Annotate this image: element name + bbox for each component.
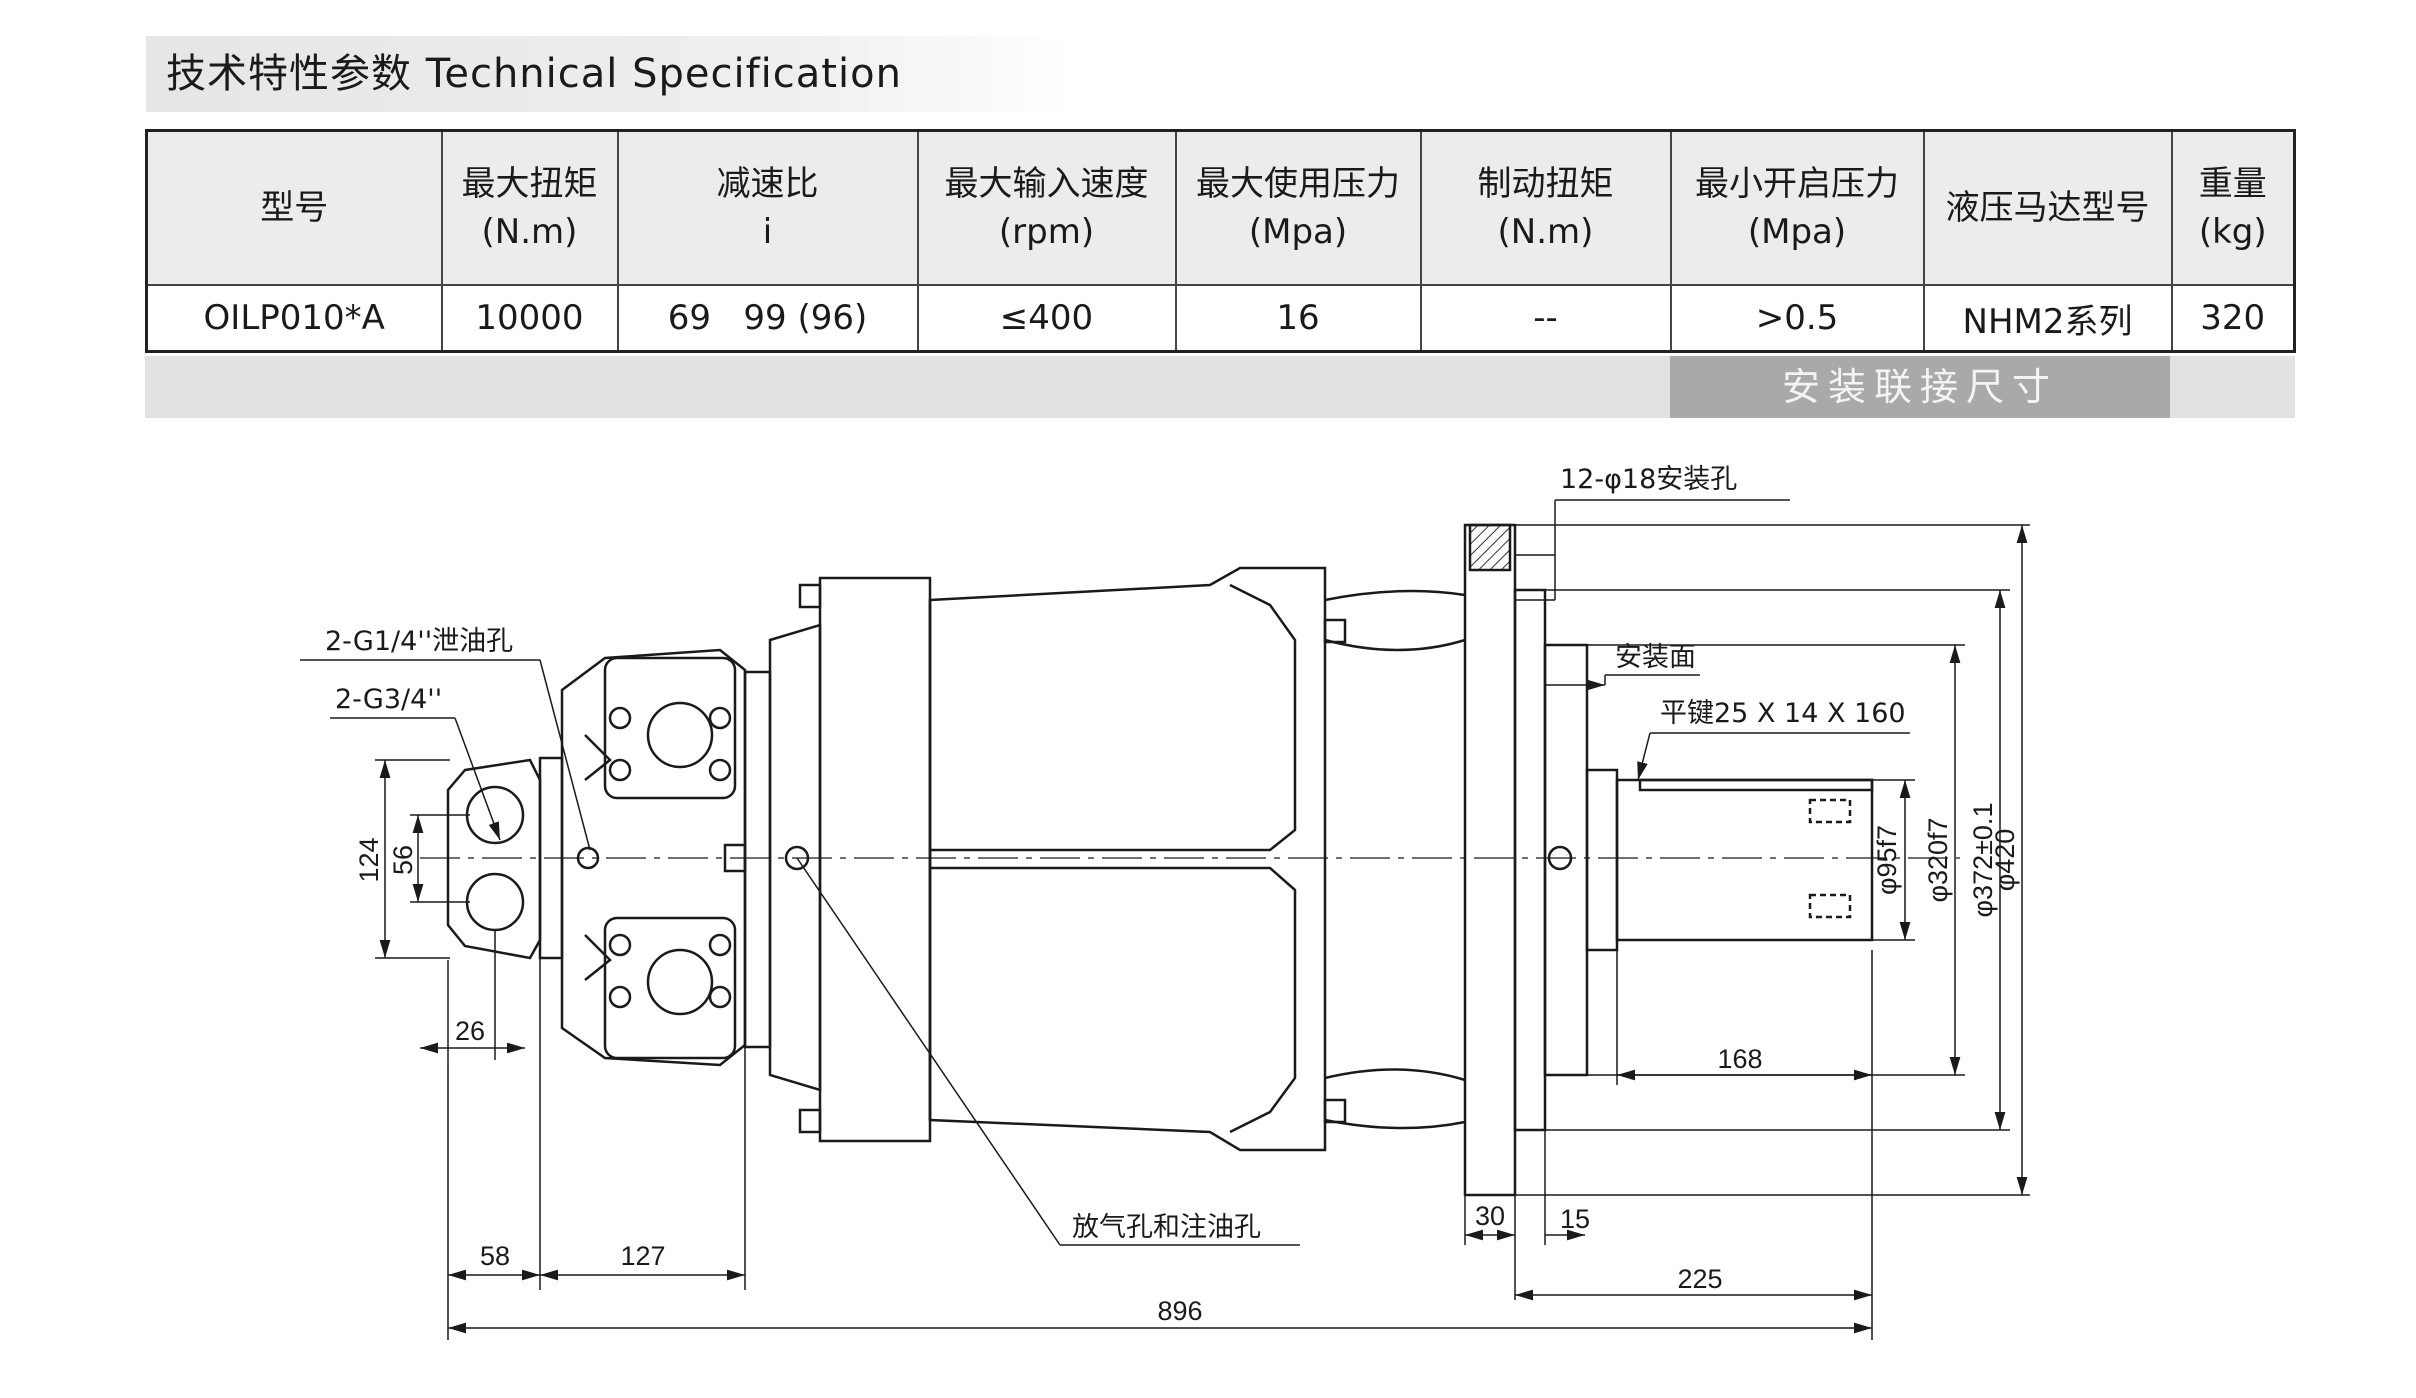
cell-model: OILP010*A [145, 284, 443, 353]
cell-max-pressure: 16 [1174, 284, 1422, 353]
dim-phi320: φ320f7 [1923, 817, 1953, 902]
table-row: OILP010*A 10000 69 99 (96) ≤400 16 -- >0… [145, 284, 2296, 353]
header-max-pressure: 最大使用压力(Mpa) [1174, 129, 1422, 286]
dim-15: 15 [1560, 1204, 1590, 1234]
cell-ratio: 69 99 (96) [616, 284, 919, 353]
cell-max-torque: 10000 [440, 284, 619, 353]
dim-168: 168 [1717, 1044, 1762, 1074]
cell-max-input-speed: ≤400 [916, 284, 1177, 353]
dim-896: 896 [1157, 1296, 1202, 1326]
header-max-input-speed: 最大输入速度(rpm) [916, 129, 1177, 286]
dim-30: 30 [1475, 1201, 1505, 1231]
cell-min-open-pressure: >0.5 [1669, 284, 1925, 353]
header-weight: 重量(kg) [2170, 129, 2296, 286]
dim-127: 127 [620, 1241, 665, 1271]
dim-phi95: φ95f7 [1872, 825, 1902, 895]
section-label: 安装联接尺寸 [1670, 356, 2170, 418]
dim-phi372: φ372±0.1 [1968, 803, 1998, 918]
header-brake-torque: 制动扭矩(N.m) [1419, 129, 1672, 286]
header-max-torque: 最大扭矩(N.m) [440, 129, 619, 286]
dimension-lines [300, 499, 2030, 1340]
header-min-open-pressure: 最小开启压力(Mpa) [1669, 129, 1925, 286]
dim-225: 225 [1677, 1264, 1722, 1294]
dim-phi420: φ420 [1990, 829, 2020, 892]
dim-26: 26 [455, 1016, 485, 1046]
title-bar: 技术特性参数 Technical Specification [146, 36, 1072, 112]
page-title: 技术特性参数 Technical Specification [166, 51, 902, 97]
callout-port: 2-G3/4'' [335, 684, 442, 715]
cell-weight: 320 [2170, 284, 2296, 353]
callout-mount-face: 安装面 [1615, 642, 1696, 673]
dim-56: 56 [388, 845, 418, 875]
cell-brake-torque: -- [1419, 284, 1672, 353]
dim-58: 58 [480, 1241, 510, 1271]
callout-drain-port: 2-G1/4''泄油孔 [325, 626, 513, 657]
cell-motor-model: NHM2系列 [1922, 284, 2173, 353]
machine-outline [420, 523, 1960, 1197]
dim-124: 124 [354, 837, 384, 882]
callout-vent-fill: 放气孔和注油孔 [1072, 1212, 1261, 1243]
callout-mount-holes: 12-φ18安装孔 [1560, 464, 1737, 495]
callout-flat-key: 平键25 X 14 X 160 [1660, 698, 1906, 729]
header-motor-model: 液压马达型号 [1922, 129, 2173, 286]
header-model: 型号 [145, 129, 443, 286]
